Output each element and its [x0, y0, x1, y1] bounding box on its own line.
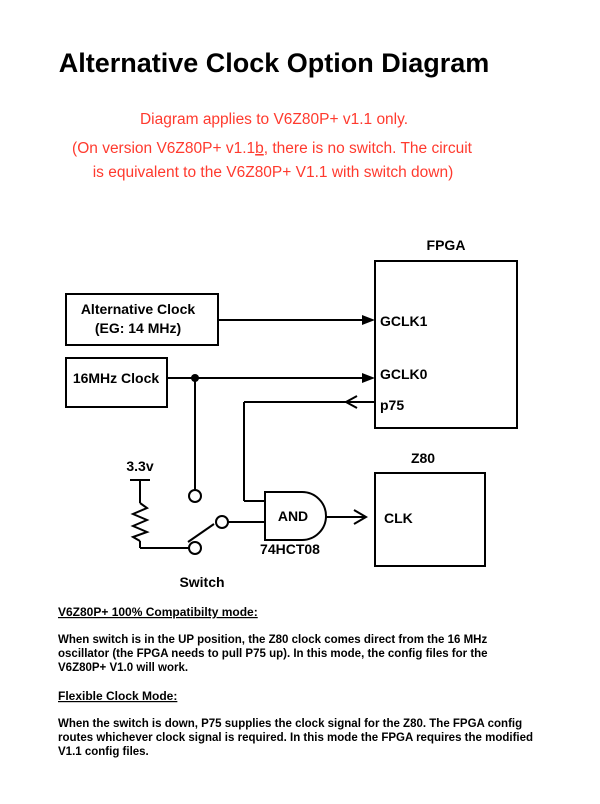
- p75-pin-label: p75: [380, 397, 404, 413]
- alternative-clock-box: [65, 293, 219, 346]
- note-line-2: (On version V6Z80P+ v1.1b, there is no s…: [72, 140, 473, 157]
- clk-pin-label: CLK: [384, 510, 413, 526]
- p75-arrow: [343, 395, 358, 409]
- switch-down-contact: [188, 541, 202, 555]
- vcc-label: 3.3v: [126, 458, 153, 474]
- switch-lever: [187, 523, 215, 543]
- and-gate: [264, 491, 327, 541]
- and-gate-label: AND: [278, 508, 308, 524]
- gclk0-arrow: [362, 373, 375, 383]
- section-line: V1.1 config files.: [58, 746, 149, 758]
- switch-up-contact: [188, 489, 202, 503]
- section-line: routes whichever clock signal is require…: [58, 732, 533, 744]
- fpga-label: FPGA: [427, 237, 466, 253]
- note-line-2-revision: b: [255, 140, 264, 157]
- clock-16mhz-label: 16MHz Clock: [73, 370, 160, 386]
- switch-common-contact: [215, 515, 229, 529]
- section-line: oscillator (the FPGA needs to pull P75 u…: [58, 648, 488, 660]
- note-line-2-start: (On version V6Z80P+ v1.1: [72, 140, 255, 157]
- note-line-1: Diagram applies to V6Z80P+ v1.1 only.: [140, 111, 408, 128]
- note-line-3: is equivalent to the V6Z80P+ V1.1 with s…: [93, 164, 454, 181]
- chip-label: 74HCT08: [260, 541, 320, 557]
- section-line: When switch is in the UP position, the Z…: [58, 634, 487, 646]
- section-heading-compat: V6Z80P+ 100% Compatibilty mode:: [58, 605, 258, 619]
- fpga-block: [374, 260, 518, 429]
- note-line-2-end: , there is no switch. The circuit: [264, 140, 473, 157]
- gclk0-pin-label: GCLK0: [380, 366, 428, 382]
- z80-block: [374, 472, 486, 567]
- clock-16mhz-box: [65, 357, 168, 408]
- resistor: [130, 502, 150, 542]
- clk-arrow: [353, 509, 368, 525]
- section-heading-flexible: Flexible Clock Mode:: [58, 689, 177, 703]
- gclk1-pin-label: GCLK1: [380, 313, 428, 329]
- alternative-clock-frequency: (EG: 14 MHz): [95, 320, 181, 336]
- switch-label: Switch: [179, 574, 224, 590]
- gclk1-arrow: [362, 315, 375, 325]
- z80-label: Z80: [411, 450, 435, 466]
- section-line: When the switch is down, P75 supplies th…: [58, 718, 522, 730]
- page-title: Alternative Clock Option Diagram: [59, 48, 490, 78]
- section-line: V6Z80P+ V1.0 will work.: [58, 662, 188, 674]
- alternative-clock-label: Alternative Clock: [81, 301, 196, 317]
